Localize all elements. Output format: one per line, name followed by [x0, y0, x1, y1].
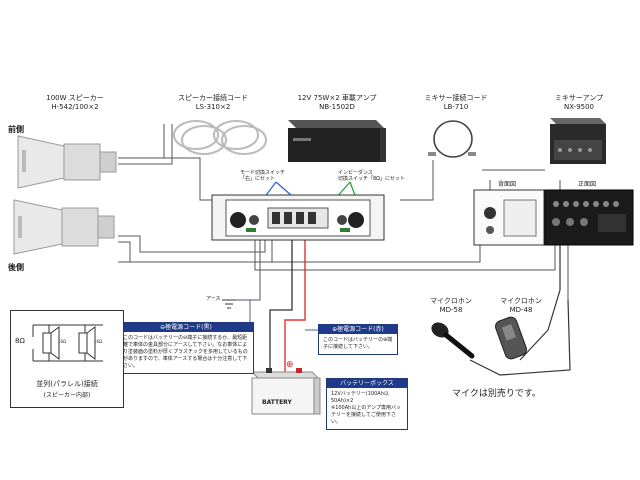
- battery-plus-symbol: ⊕: [286, 360, 294, 370]
- mixer-cord-label: ミキサー接続コード LB-710: [418, 94, 494, 112]
- mixer-back-panel: [473, 189, 545, 246]
- mixer-model: NX-9500: [563, 103, 595, 111]
- amp-image: [288, 120, 386, 162]
- legend-schematic: [32, 324, 103, 362]
- mixer-image: [550, 118, 606, 164]
- plus-cord-note-text: このコードはバッテリーの⊕端子に接続して下さい。: [323, 337, 393, 350]
- speaker-front: [17, 135, 117, 189]
- cord-model: LS-310×2: [195, 103, 231, 111]
- mic-md58-image: [431, 322, 475, 359]
- minus-cord-note-text: このコードはバッテリーの⊖端子に接続するか、最短距離で車体の金具部分にアースして…: [123, 335, 248, 369]
- battery-image: [250, 368, 321, 415]
- plus-power-wire: [284, 240, 306, 372]
- front-panel-label: 正面図: [578, 181, 597, 188]
- mic-md48-label: マイクロホン MD-48: [496, 297, 546, 315]
- plus-cord-note: ⊕極電源コード(赤) このコードはバッテリーの⊕端子に接続して下さい。: [318, 324, 398, 355]
- speaker-label: 100W スピーカー H-542/100×2: [30, 94, 120, 112]
- speaker-title: 100W スピーカー: [46, 94, 104, 102]
- mixer-front-panel: [544, 189, 634, 246]
- amp-label: 12V 75W×2 車載アンプ NB-1502D: [282, 94, 392, 112]
- cord-label: スピーカー接続コード LS-310×2: [168, 94, 258, 112]
- mic-md58-title: マイクロホン: [430, 297, 472, 305]
- cord-title: スピーカー接続コード: [178, 94, 248, 102]
- impedance-switch-label: インピーダンス 切換スイッチ「8Ω」にセット: [338, 170, 406, 182]
- mixer-cord-image: [428, 120, 476, 158]
- battery-box-note: バッテリーボックス 12Vバッテリー(100Ah以50Ah)×2 ※100Ah以…: [326, 378, 408, 430]
- battery-box-note-text: 12Vバッテリー(100Ah以50Ah)×2 ※100Ah以上のアンプ専用バッテ…: [331, 391, 401, 425]
- mic-cable-md48: [519, 245, 561, 361]
- minus-cord-note-title: ⊖極電源コード(黒): [119, 323, 253, 332]
- mic-note: マイクは別売りです。: [452, 389, 541, 399]
- mic-md48-model: MD-48: [509, 306, 533, 314]
- battery-word: BATTERY: [262, 399, 292, 406]
- mixer-label: ミキサーアンプ NX-9500: [544, 94, 614, 112]
- legend-ohm: 8Ω: [15, 337, 25, 345]
- minus-power-wire: [269, 240, 293, 370]
- legend-title: 並列(パラレル)接続: [36, 380, 98, 388]
- speaker-rear: [13, 199, 115, 255]
- mixer-cord-model: LB-710: [443, 103, 469, 111]
- plus-cord-note-title: ⊕極電源コード(赤): [319, 325, 397, 334]
- earth-wire: [236, 240, 261, 301]
- amp-back-panel: [211, 194, 385, 241]
- parallel-connection-legend: 8Ω 16Ω 16Ω 並列(パラレル)接続 (スピーカー内部): [10, 310, 124, 408]
- amp-model: NB-1502D: [319, 103, 355, 111]
- legend-subtitle: (スピーカー内部): [43, 392, 91, 399]
- legend-unit-label-1: 16Ω: [58, 339, 67, 344]
- mode-switch-label: モード切換スイッチ 「右」にセット: [240, 170, 286, 182]
- mic-md58-model: MD-58: [439, 306, 463, 314]
- speaker-model: H-542/100×2: [51, 103, 99, 111]
- back-panel-label: 背面図: [498, 181, 517, 188]
- mic-md48-title: マイクロホン: [500, 297, 542, 305]
- amp-title: 12V 75W×2 車載アンプ: [297, 94, 377, 102]
- mic-cable-md58: [469, 299, 571, 376]
- earth-label: アース: [206, 296, 221, 302]
- rear-side-label: 後側: [8, 263, 24, 272]
- mixer-cord-title: ミキサー接続コード: [424, 94, 488, 102]
- mic-md48-image: [495, 316, 527, 360]
- speaker-cords-image: [173, 120, 267, 155]
- battery-box-note-title: バッテリーボックス: [327, 379, 407, 388]
- legend-unit-label-2: 16Ω: [94, 339, 103, 344]
- mixer-title: ミキサーアンプ: [554, 94, 604, 102]
- mic-md58-label: マイクロホン MD-58: [426, 297, 476, 315]
- earth-symbol: [222, 299, 236, 309]
- front-side-label: 前側: [8, 125, 24, 134]
- minus-cord-note: ⊖極電源コード(黒) このコードはバッテリーの⊖端子に接続するか、最短距離で車体…: [118, 322, 254, 374]
- speaker-wires: [118, 124, 569, 300]
